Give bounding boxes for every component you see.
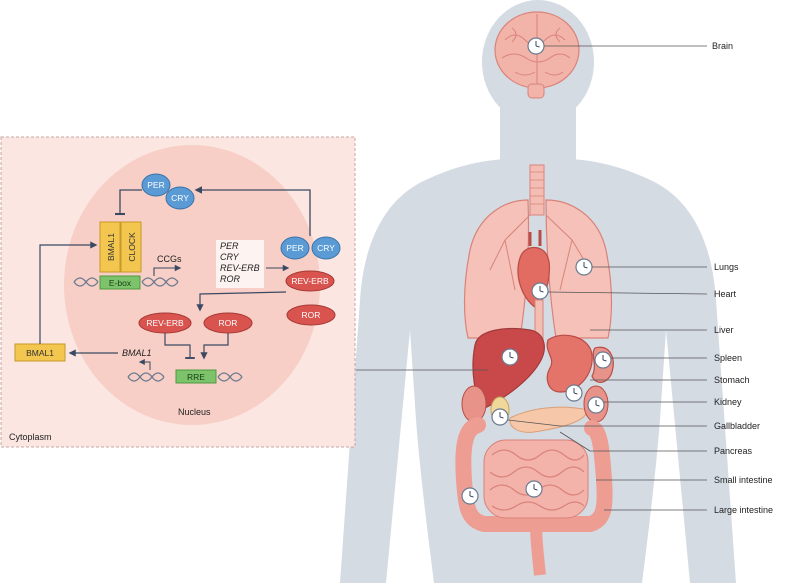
stomach (546, 334, 593, 393)
ccgs-arrow (153, 264, 182, 276)
cell-panel: Cytoplasm Nucleus (0, 136, 356, 448)
clock-label: CLOCK (127, 232, 137, 262)
bmal1-return-arrow (39, 241, 98, 344)
label-liver: Liver (714, 325, 734, 335)
ebox-label: E-box (109, 278, 132, 288)
gene-rev-erb: REV-ERB (220, 263, 260, 273)
per-cry-complex-nuclear: PER CRY (141, 173, 195, 210)
per-label-2: PER (286, 243, 303, 253)
small-intestine (483, 439, 589, 519)
organ-leader-lines (356, 45, 708, 511)
rev-erb-nuclear: REV-ERB (138, 312, 192, 334)
cry-label-2: CRY (317, 243, 335, 253)
ccg-gene-list: PER CRY REV-ERB ROR (216, 240, 264, 288)
ror-label-1: ROR (302, 310, 321, 320)
per-cry-return-arrow (194, 186, 311, 236)
rev-erb-inhibition (164, 333, 195, 359)
label-stomach: Stomach (714, 375, 750, 385)
per-label-1: PER (147, 180, 164, 190)
dna-strand-bottom (127, 372, 243, 382)
trachea (529, 164, 545, 216)
label-spleen: Spleen (714, 353, 742, 363)
nucleus (64, 145, 320, 425)
gene-per: PER (220, 241, 239, 251)
large-intestine (455, 417, 613, 532)
bmal1-label: BMAL1 (106, 233, 116, 261)
label-gallbladder: Gallbladder (714, 421, 760, 431)
ccgs-label: CCGs (157, 254, 182, 264)
rev-erb-label-1: REV-ERB (291, 276, 329, 286)
rev-erb-import-arrow (196, 291, 287, 312)
pancreas (509, 406, 589, 433)
label-brain: Brain (712, 41, 733, 51)
label-small-intestine: Small intestine (714, 475, 773, 485)
ror-label-2: ROR (219, 318, 238, 328)
label-kidney: Kidney (714, 397, 742, 407)
rev-erb-label-2: REV-ERB (146, 318, 184, 328)
bmal1-transcription-arrow (138, 359, 151, 370)
bmal1-clock-complex: BMAL1 CLOCK E-box (99, 221, 142, 290)
bmal1-protein-label: BMAL1 (26, 348, 54, 358)
ror-activation (200, 333, 229, 360)
organ-labels: Brain Lungs Heart Liver Spleen Stomach K… (712, 41, 773, 515)
rre-label: RRE (187, 372, 205, 382)
label-large-intestine: Large intestine (714, 505, 773, 515)
gene-cry: CRY (220, 252, 240, 262)
rev-erb-cytoplasm: REV-ERB (285, 270, 335, 292)
nucleus-label: Nucleus (178, 407, 211, 417)
ror-nuclear: ROR (203, 312, 253, 334)
label-heart: Heart (714, 289, 737, 299)
gene-ror: ROR (220, 274, 241, 284)
per-cry-complex-cytoplasm: PER CRY (280, 236, 341, 260)
rre-element: RRE (175, 369, 217, 384)
label-lungs: Lungs (714, 262, 739, 272)
inhibition-arrow (114, 189, 142, 216)
dna-strand-top (73, 277, 179, 287)
bmal1-gene-label: BMAL1 (122, 348, 152, 358)
kidney-left (461, 385, 487, 423)
bmal1-protein: BMAL1 (14, 343, 66, 362)
cytoplasm-label: Cytoplasm (9, 432, 52, 442)
ror-cytoplasm: ROR (286, 304, 336, 326)
cry-label-1: CRY (171, 193, 189, 203)
label-pancreas: Pancreas (714, 446, 753, 456)
